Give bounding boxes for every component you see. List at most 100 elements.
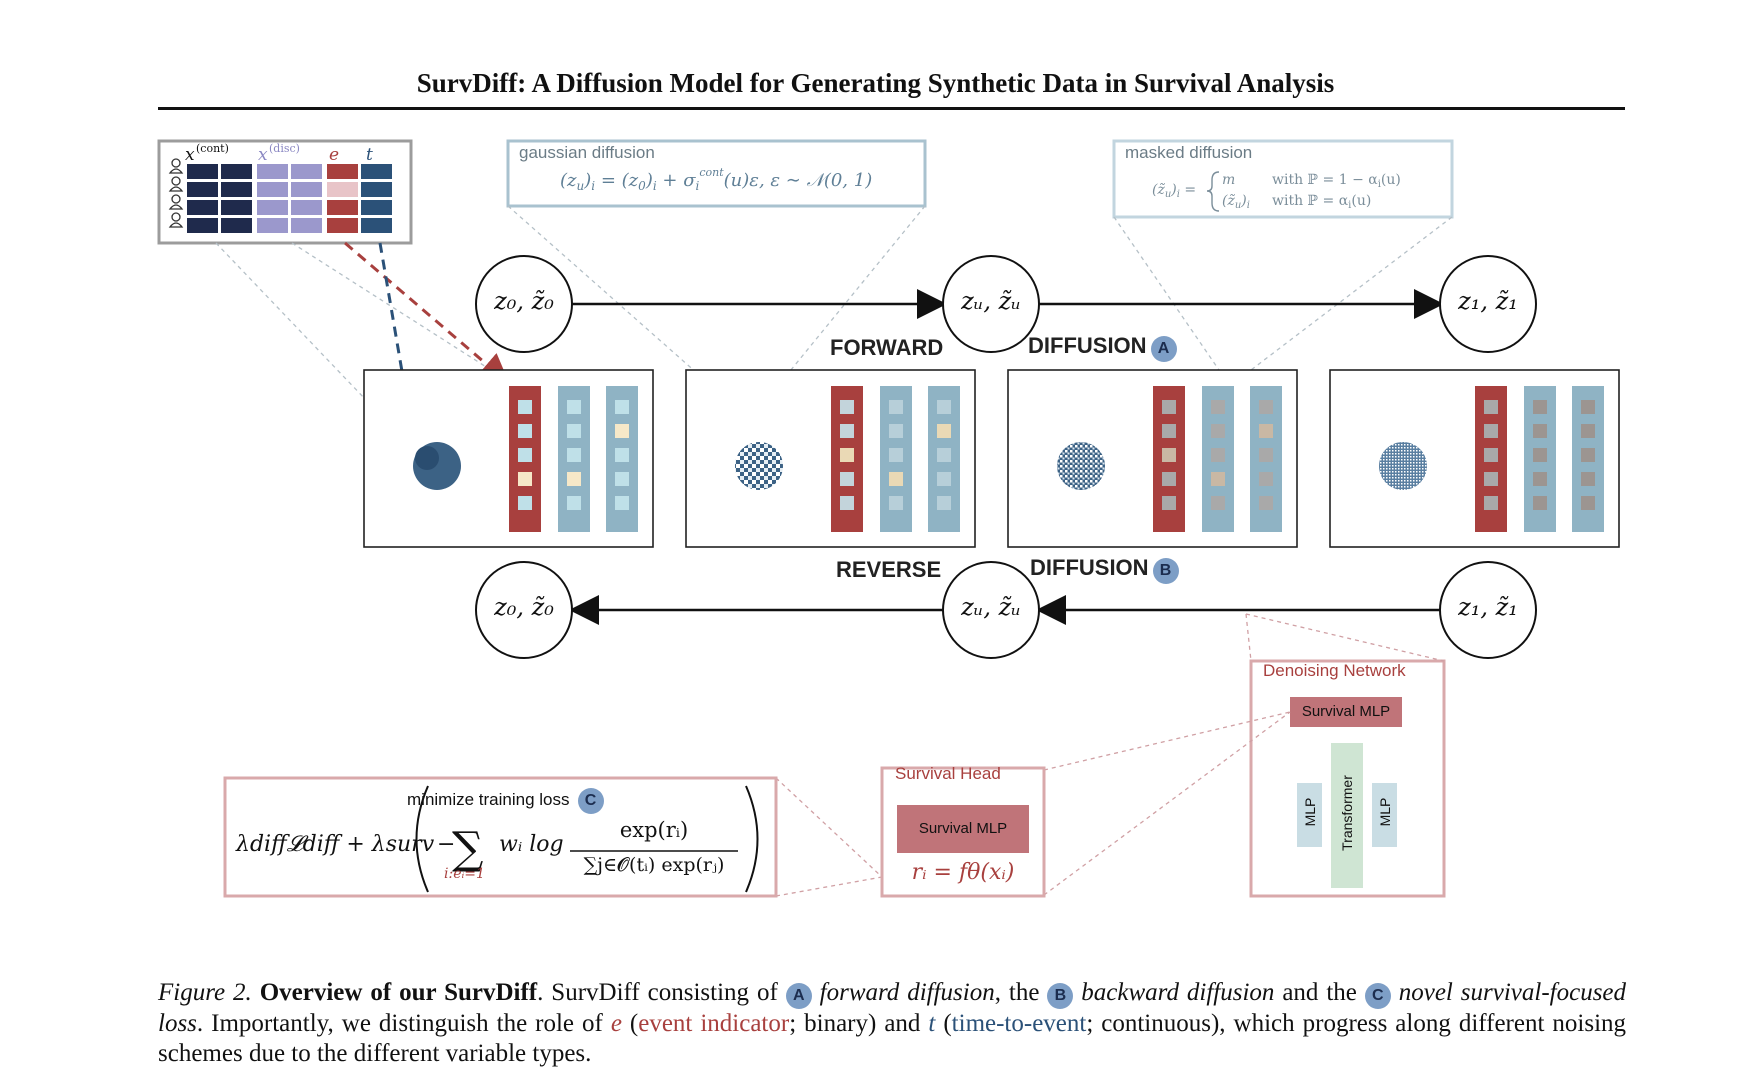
- table-cell: [187, 164, 218, 179]
- table-cell: [327, 200, 358, 215]
- masked-case1: m: [1222, 172, 1235, 188]
- data-table: [157, 139, 413, 245]
- panel-cell: [1533, 424, 1547, 438]
- node-zu-reverse: [942, 561, 1040, 659]
- panel-cell: [840, 448, 854, 462]
- denoising-mlp-right: [1372, 783, 1397, 847]
- table-label-t: t: [366, 145, 373, 165]
- caption-t4: . Importantly, we distinguish the role o…: [196, 1010, 603, 1037]
- panel-cell: [615, 472, 629, 486]
- table-cell: [257, 164, 288, 179]
- loss-sum-symbol: ∑: [452, 823, 483, 874]
- survival-head-label: Survival Head: [895, 764, 1001, 783]
- denoising-transformer: [1331, 743, 1363, 888]
- table-cell: [291, 182, 322, 197]
- panel-cell: [1162, 400, 1176, 414]
- figure-diagram: x (cont) x (disc) e t gaussian diffusion…: [157, 139, 1620, 898]
- table-cell: [361, 164, 392, 179]
- panel-cell: [615, 496, 629, 510]
- panel-cell: [840, 472, 854, 486]
- caption-e-sym: e: [610, 1010, 622, 1037]
- reverse-title-group: DIFFUSION B: [1030, 555, 1179, 584]
- panel-cell: [937, 448, 951, 462]
- panel-cell: [1533, 400, 1547, 414]
- node-z1-reverse-label: z₁, z̃₁: [1458, 593, 1518, 621]
- masked-case2-cond: with ℙ = αi(u): [1272, 193, 1371, 211]
- caption-e-desc: event indicator: [638, 1010, 790, 1037]
- node-z1-forward-label: z₁, z̃₁: [1458, 287, 1518, 315]
- denoising-mlp-right-label: MLP: [1377, 797, 1393, 827]
- panel-cell: [1162, 448, 1176, 462]
- table-cells: [187, 164, 392, 233]
- masked-diffusion-label: masked diffusion: [1125, 143, 1252, 162]
- table-label-disc: x: [258, 145, 268, 165]
- header-rule: [158, 107, 1625, 110]
- panel-cell: [518, 448, 532, 462]
- loss-weight: wᵢ log: [499, 832, 564, 857]
- panel-cell: [1259, 424, 1273, 438]
- node-z0-forward-label: z₀, z̃₀: [494, 287, 554, 315]
- panel-cell: [889, 448, 903, 462]
- table-cell: [221, 218, 252, 233]
- panel-cell: [1581, 424, 1595, 438]
- loss-title-group: minimize training loss C: [407, 788, 604, 814]
- panel-cell: [1533, 448, 1547, 462]
- panel-cell: [615, 400, 629, 414]
- caption-b-text: backward diffusion: [1081, 979, 1275, 1006]
- node-z1-forward: [1439, 255, 1537, 353]
- survival-head-mlp-label: Survival MLP: [918, 820, 1008, 837]
- table-cell: [361, 182, 392, 197]
- node-z0-reverse: [475, 561, 573, 659]
- panel-cell: [518, 424, 532, 438]
- loss-numerator: exp(rᵢ): [619, 818, 689, 842]
- state-panel-3: [1329, 369, 1620, 548]
- forward-title-word: FORWARD: [830, 335, 944, 360]
- panel-cell: [1581, 448, 1595, 462]
- denoising-survival-mlp: [1290, 697, 1402, 727]
- panel-cell: [1259, 496, 1273, 510]
- table-cell: [291, 218, 322, 233]
- denoising-transformer-label: Transformer: [1339, 775, 1355, 851]
- table-cell: [221, 200, 252, 215]
- table-cell: [257, 218, 288, 233]
- caption-fig-label: Figure 2.: [158, 979, 252, 1006]
- loss-box: [223, 776, 778, 898]
- panel-cell: [1581, 400, 1595, 414]
- panel-cell: [1259, 472, 1273, 486]
- denoising-mlp-left-label: MLP: [1302, 797, 1318, 827]
- table-cell: [291, 200, 322, 215]
- table-label-disc-sup: (disc): [269, 142, 300, 155]
- table-cell: [257, 182, 288, 197]
- caption-t-sym: t: [928, 1010, 936, 1037]
- panel-cell: [889, 496, 903, 510]
- panel-cell: [937, 472, 951, 486]
- table-rows: [168, 158, 184, 228]
- caption-t6: ; continuous), which progress along diff…: [158, 1010, 1627, 1067]
- panel-cell: [567, 448, 581, 462]
- panel-cell: [1211, 496, 1225, 510]
- caption-t1: . SurvDiff consisting of: [537, 979, 778, 1006]
- table-cell: [221, 182, 252, 197]
- denoising-survival-mlp-label: Survival MLP: [1301, 703, 1391, 720]
- panel-cell: [567, 424, 581, 438]
- panel-cell: [937, 400, 951, 414]
- node-z0-reverse-label: z₀, z̃₀: [494, 593, 554, 621]
- badge-c: C: [577, 788, 604, 814]
- loss-label: minimize training loss: [407, 790, 570, 809]
- panel-cell: [1484, 448, 1498, 462]
- node-zu-reverse-label: zᵤ, z̃ᵤ: [961, 593, 1021, 621]
- caption-t2: , the: [994, 979, 1040, 1006]
- figure-caption: Figure 2. Overview of our SurvDiff. Surv…: [158, 979, 1627, 1067]
- caption-badge-b: B: [1047, 983, 1074, 1009]
- panel-cell: [1484, 496, 1498, 510]
- panel-cell: [1211, 472, 1225, 486]
- panel-cell: [1259, 400, 1273, 414]
- gaussian-diffusion-box: [506, 139, 927, 208]
- panel-cell: [889, 472, 903, 486]
- panel-cell: [1581, 472, 1595, 486]
- blob-noise-2: [1057, 442, 1105, 490]
- table-cell: [327, 164, 358, 179]
- caption-badge-a: A: [785, 983, 812, 1009]
- panel-cell: [1484, 400, 1498, 414]
- table-cell: [221, 164, 252, 179]
